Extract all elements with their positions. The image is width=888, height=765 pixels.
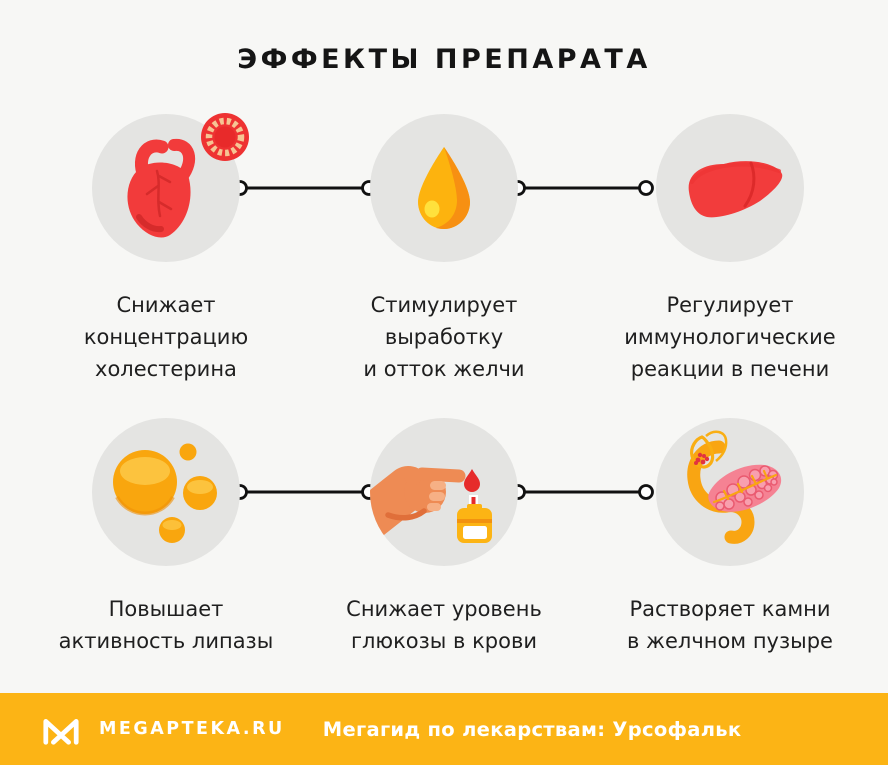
footer-bar: MEGAPTEKA.RU Мегагид по лекарствам: Урсо…	[0, 693, 888, 765]
effect-caption: Повышает активность липазы	[58, 597, 274, 653]
effect-caption: Растворяет камни в желчном пузыре	[627, 597, 833, 653]
blood-glucose-test-icon	[370, 466, 492, 543]
effect-caption: Снижает уровень глюкозы в крови	[346, 597, 542, 653]
cholesterol-vessel-icon	[201, 113, 249, 161]
effect-item-bile: Стимулирует выработку и отток желчи	[314, 114, 574, 385]
icon-circle	[92, 418, 240, 566]
fat-droplets-icon	[113, 443, 217, 543]
effect-item-gallstones: Растворяет камни в желчном пузыре	[600, 418, 860, 657]
effect-caption: Стимулирует выработку и отток желчи	[363, 293, 525, 381]
icon-circle	[370, 114, 518, 262]
heart-icon	[127, 138, 196, 238]
megapteka-logo-icon	[43, 719, 79, 745]
icon-circle	[370, 418, 518, 566]
effect-item-immune: Регулирует иммунологические реакции в пе…	[600, 114, 860, 385]
effect-caption: Снижает концентрацию холестерина	[83, 293, 249, 381]
pancreas-gallbladder-icon	[687, 430, 782, 544]
brand-name: MEGAPTEKA.RU	[99, 719, 285, 739]
page-title: ЭФФЕКТЫ ПРЕПАРАТА	[237, 44, 651, 75]
liver-icon	[688, 161, 783, 218]
bile-drop-icon	[418, 147, 470, 229]
effect-item-lipase: Повышает активность липазы	[36, 418, 296, 657]
effect-item-glucose: Снижает уровень глюкозы в крови	[314, 418, 574, 657]
icon-circle	[656, 114, 804, 262]
icon-circle	[656, 418, 804, 566]
effect-caption: Регулирует иммунологические реакции в пе…	[624, 293, 836, 381]
footer-tagline: Мегагид по лекарствам: Урсофальк	[322, 717, 742, 741]
effect-item-cholesterol: Снижает концентрацию холестерина	[36, 113, 296, 385]
